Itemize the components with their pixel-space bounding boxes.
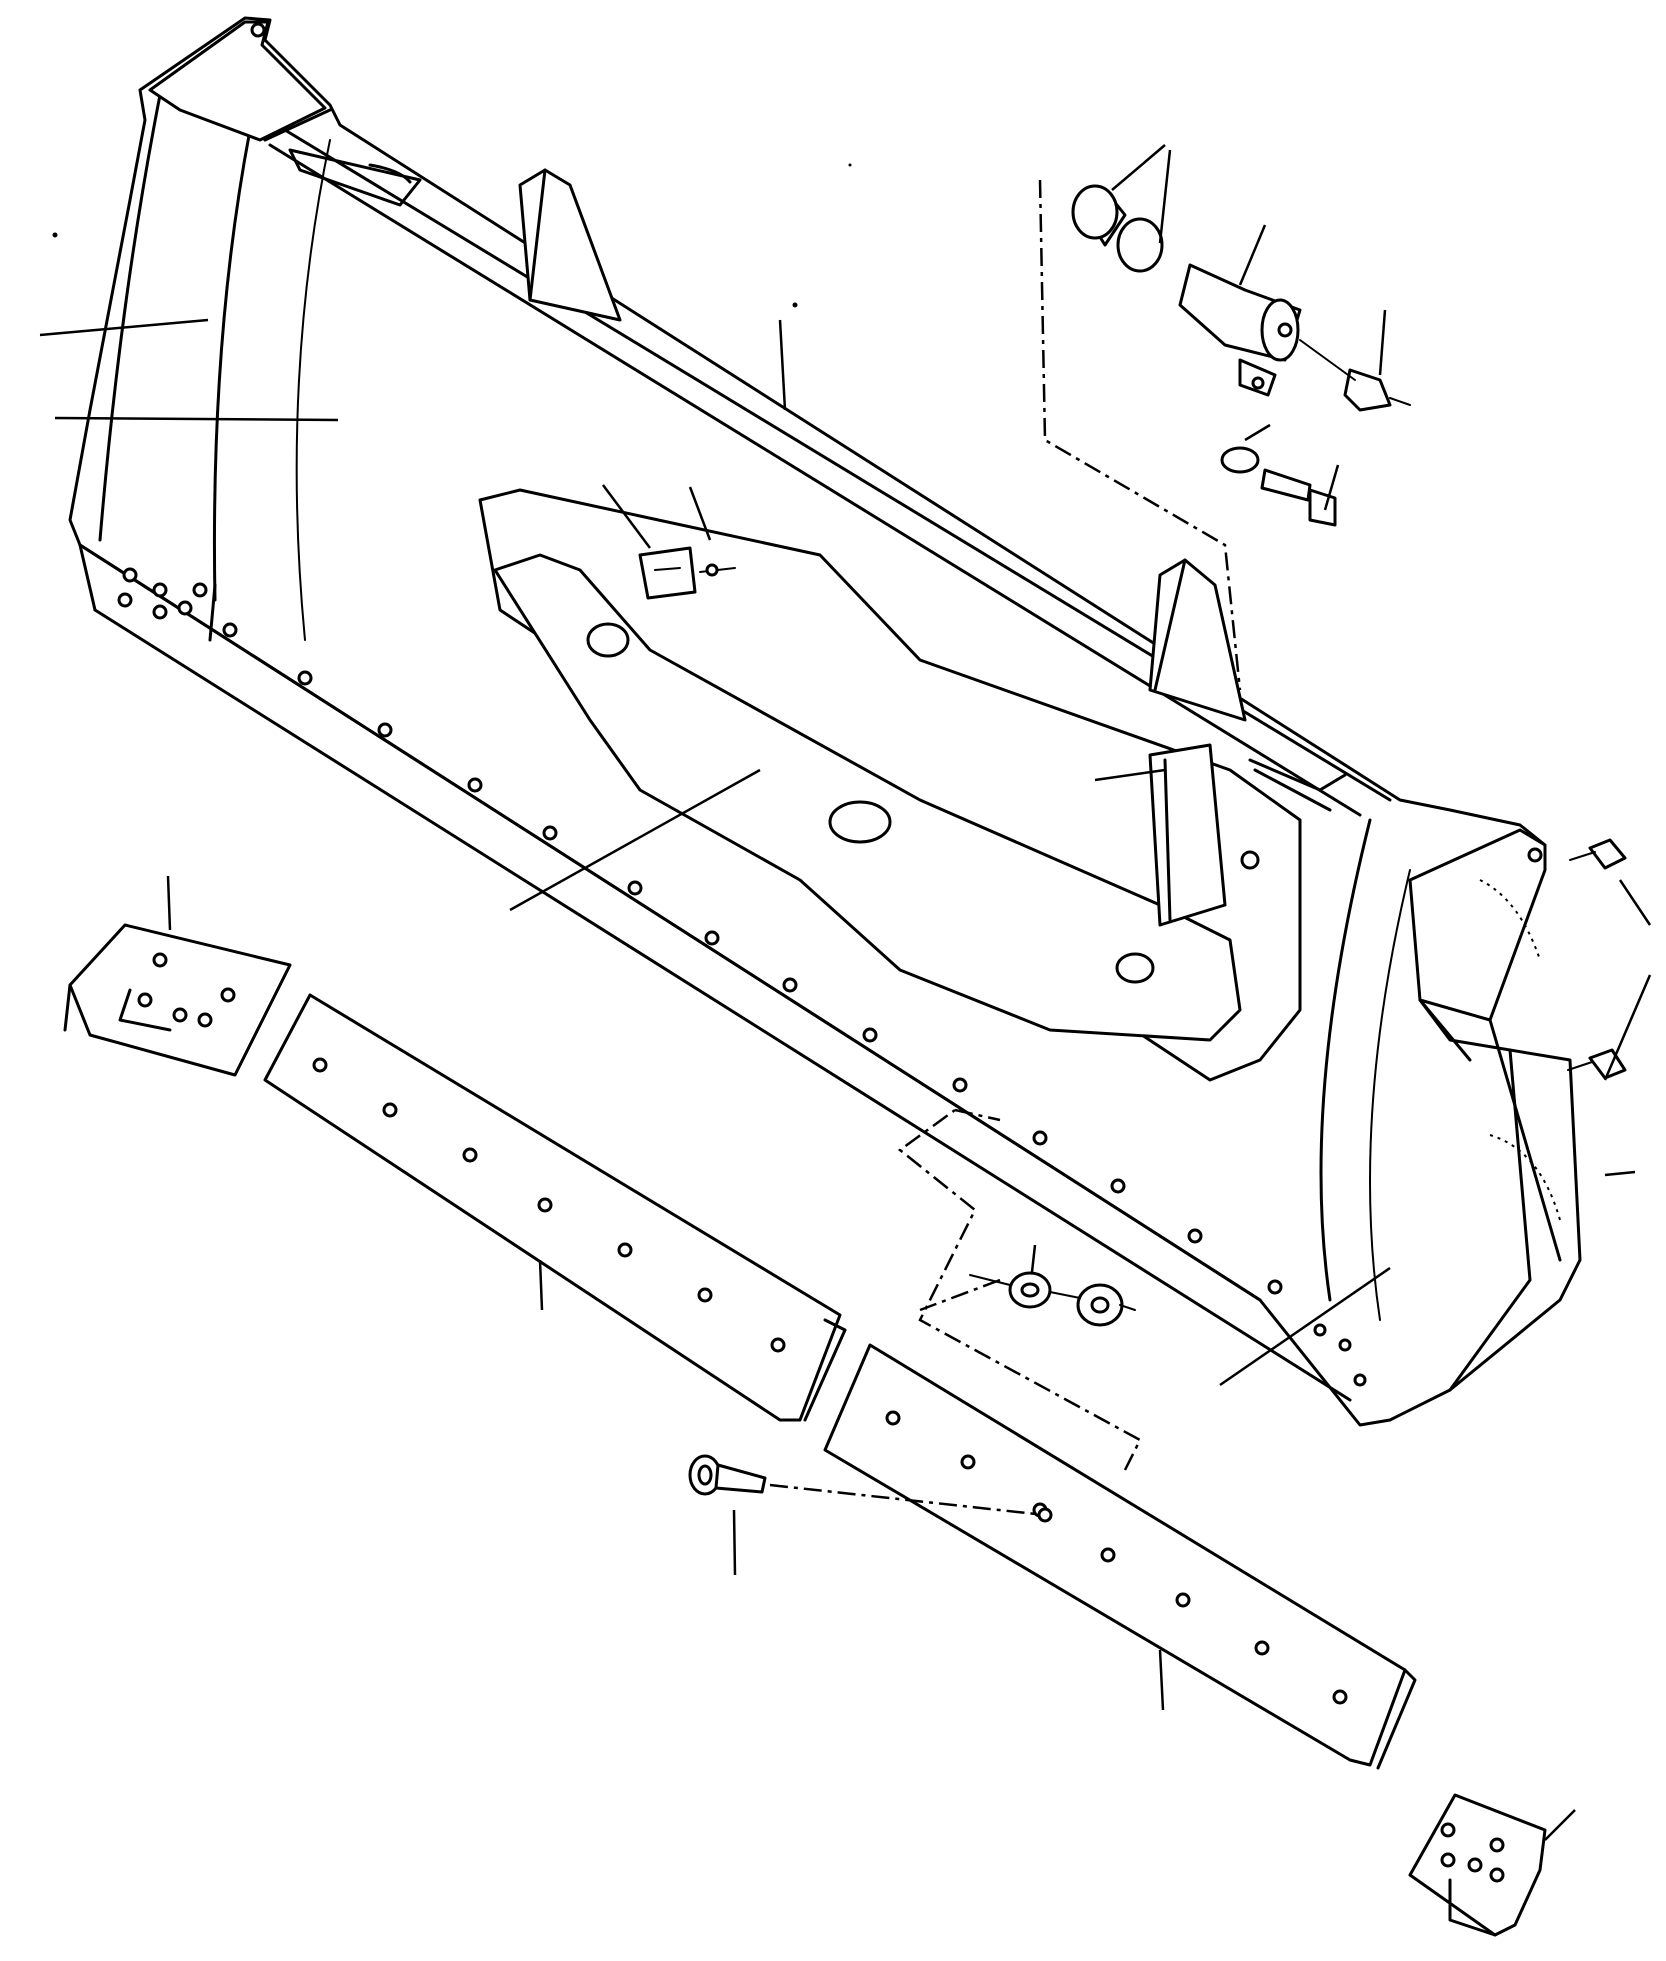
right-side-bolts: [1567, 838, 1636, 1177]
stray-mark: [792, 302, 798, 308]
mounting-bracket: [478, 488, 1302, 1082]
edge-bolt: [688, 1271, 1136, 1523]
moldboard-bolt-holes: [117, 567, 1367, 1387]
center-cutting-edge: [823, 1108, 1417, 1770]
leader-lines: [39, 144, 1652, 1841]
left-cutting-edge: [263, 993, 847, 1422]
left-end-bit: [63, 923, 292, 1077]
trunnion-cap-assembly: [1038, 179, 1411, 691]
stray-mark: [52, 232, 58, 238]
stray-mark: [848, 163, 852, 167]
right-end-bit: [1408, 1793, 1547, 1937]
